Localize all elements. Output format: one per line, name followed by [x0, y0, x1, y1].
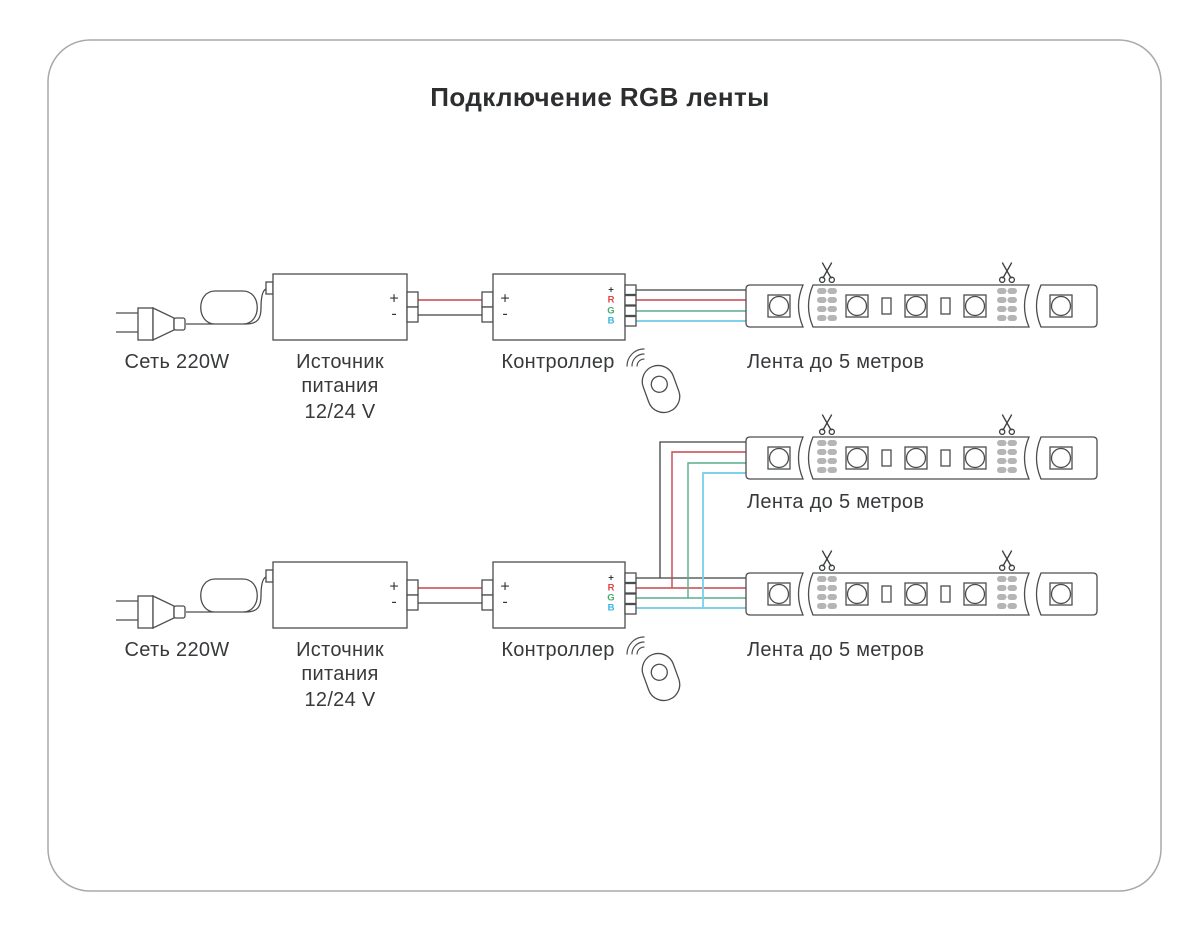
outer-frame — [47, 39, 1162, 892]
controller-label: Контроллер — [501, 351, 615, 373]
page-title: Подключение RGB ленты — [430, 82, 770, 112]
psu-label-line1: Источник — [296, 351, 384, 373]
mains-label: Сеть 220W — [124, 639, 230, 661]
psu-terminal-plus — [406, 291, 419, 308]
circuit-1: + - + - + R G B — [115, 263, 1097, 418]
psu-label-line2: питания — [301, 663, 379, 685]
psu-terminal-minus — [406, 306, 419, 323]
controller-out-r-label: R — [608, 295, 615, 306]
controller-out-g-label: G — [607, 593, 614, 604]
controller-in-terminal-minus — [481, 594, 494, 611]
strip-label-2: Лента до 5 метров — [747, 491, 925, 513]
psu-minus-label: - — [391, 594, 396, 611]
mains-cable — [186, 576, 267, 613]
controller-out-g-label: G — [607, 306, 614, 317]
controller-out-terminal-g — [624, 593, 637, 605]
psu-box — [272, 561, 408, 629]
controller-out-terminal-r — [624, 294, 637, 306]
power-plug-icon — [115, 595, 186, 629]
controller-in-terminal-plus — [481, 579, 494, 596]
controller-box — [492, 561, 626, 629]
psu-minus-label: - — [391, 306, 396, 323]
psu-label-line1: Источник — [296, 639, 384, 661]
led-strip-1 — [746, 263, 1097, 327]
psu-inlet-tab — [265, 281, 274, 295]
branch-wire-b — [702, 472, 755, 608]
controller-in-minus-label: - — [502, 594, 507, 611]
strip-label-3: Лента до 5 метров — [747, 639, 925, 661]
psu-box — [272, 273, 408, 341]
psu-inlet-tab — [265, 569, 274, 583]
psu-label-line2: питания — [301, 375, 379, 397]
controller-out-terminal-plus — [624, 572, 637, 584]
psu-plus-label: + — [389, 579, 398, 596]
controller-in-terminal-minus — [481, 306, 494, 323]
power-plug-icon — [115, 307, 186, 341]
controller-out-terminal-plus — [624, 284, 637, 296]
controller-out-terminal-b — [624, 315, 637, 327]
branch-wire-g — [687, 462, 755, 598]
controller-out-r-label: R — [608, 583, 615, 594]
psu-terminal-minus — [406, 594, 419, 611]
controller-box — [492, 273, 626, 341]
led-strip-3 — [746, 551, 1097, 615]
mains-label: Сеть 220W — [124, 351, 230, 373]
controller-out-terminal-b — [624, 603, 637, 615]
psu-plus-label: + — [389, 291, 398, 308]
controller-in-minus-label: - — [502, 306, 507, 323]
controller-out-b-label: B — [608, 603, 615, 614]
branch-wire-plus — [659, 441, 755, 578]
controller-label: Контроллер — [501, 639, 615, 661]
controller-out-terminal-r — [624, 582, 637, 594]
circuit-2: + - + - + R G B — [115, 415, 1097, 706]
controller-out-terminal-g — [624, 305, 637, 317]
controller-out-plus-label: + — [608, 573, 614, 584]
controller-in-plus-label: + — [500, 579, 509, 596]
mains-cable — [186, 288, 267, 325]
psu-voltage-label: 12/24 V — [304, 689, 376, 711]
strip-label-1: Лента до 5 метров — [747, 351, 925, 373]
controller-out-b-label: B — [608, 316, 615, 327]
controller-out-plus-label: + — [608, 285, 614, 296]
led-strip-2 — [746, 415, 1097, 479]
controller-in-plus-label: + — [500, 291, 509, 308]
branch-wire-r — [671, 451, 755, 588]
controller-in-terminal-plus — [481, 291, 494, 308]
psu-terminal-plus — [406, 579, 419, 596]
psu-voltage-label: 12/24 V — [304, 401, 376, 423]
